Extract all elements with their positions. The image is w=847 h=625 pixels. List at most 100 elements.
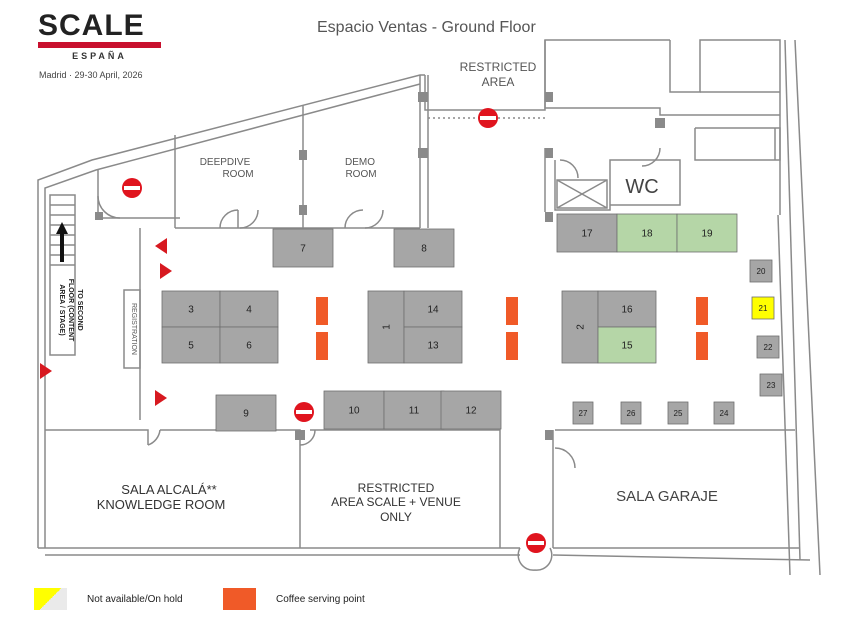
booth-number: 3 xyxy=(188,305,194,316)
restricted-area-bottom-label-2: AREA SCALE + VENUE xyxy=(331,495,461,509)
no-entry-signs xyxy=(122,108,546,553)
booth-20: 20 xyxy=(749,259,773,283)
booth-number: 8 xyxy=(421,244,427,255)
scale-logo: SCALE ESPAÑA xyxy=(38,10,163,61)
event-date: Madrid · 29-30 April, 2026 xyxy=(39,70,143,80)
booth-shape xyxy=(749,259,773,283)
logo-bar xyxy=(38,42,161,48)
stairs-label-3: AREA / STAGE) xyxy=(58,284,65,335)
demo-room-label-2: ROOM xyxy=(345,169,376,180)
legend-swatch-on-hold xyxy=(34,588,67,610)
legend-coffee: Coffee serving point xyxy=(223,588,365,610)
coffee-serving-point xyxy=(316,297,328,325)
booth-18: 18 xyxy=(616,213,678,253)
booth-number: 27 xyxy=(579,409,588,418)
booth-shape xyxy=(561,290,599,364)
booth-shape xyxy=(759,373,783,397)
booth-6: 6 xyxy=(219,326,279,364)
sala-alcala-label-2: KNOWLEDGE ROOM xyxy=(97,497,226,512)
booth-number: 7 xyxy=(300,244,306,255)
booth-shape xyxy=(751,296,775,320)
coffee-serving-point xyxy=(316,332,328,360)
wc-label: WC xyxy=(625,176,658,198)
up-arrow-icon xyxy=(56,222,68,262)
booth-number: 17 xyxy=(581,229,593,240)
booth-shape xyxy=(323,390,385,430)
booth-15: 15 xyxy=(597,326,657,364)
restricted-area-bottom-label: RESTRICTED xyxy=(358,481,435,495)
booth-number: 6 xyxy=(246,341,252,352)
booth-number: 18 xyxy=(641,229,653,240)
booth-23: 23 xyxy=(759,373,783,397)
booth-shape xyxy=(161,326,221,364)
booth-number: 2 xyxy=(576,324,587,330)
arrow-right-icon xyxy=(40,363,52,379)
booth-number: 11 xyxy=(409,406,420,417)
stairs-label-1: TO SECOND xyxy=(76,289,83,331)
booth-22: 22 xyxy=(756,335,780,359)
booth-number: 10 xyxy=(348,406,360,417)
coffee-serving-point xyxy=(506,332,518,360)
booth-number: 16 xyxy=(621,305,633,316)
booth-12: 12 xyxy=(440,390,502,430)
booth-number: 5 xyxy=(188,341,194,352)
coffee-serving-point xyxy=(506,297,518,325)
booth-7: 7 xyxy=(272,228,334,268)
legend-on-hold: Not available/On hold xyxy=(34,588,183,610)
booth-14: 14 xyxy=(403,290,463,328)
booth-number: 25 xyxy=(674,409,683,418)
booth-11: 11 xyxy=(383,390,445,430)
arrow-right-icon xyxy=(160,263,172,279)
booth-3: 3 xyxy=(161,290,221,328)
logo-wordmark: SCALE xyxy=(38,9,145,42)
legend-on-hold-label: Not available/On hold xyxy=(87,593,183,605)
booth-number: 26 xyxy=(627,409,636,418)
restricted-area-bottom-label-3: ONLY xyxy=(380,510,412,524)
wall-columns xyxy=(95,92,665,440)
restricted-area-label-2: AREA xyxy=(482,75,515,89)
booth-shape xyxy=(676,213,738,253)
booth-10: 10 xyxy=(323,390,385,430)
booth-shape xyxy=(756,335,780,359)
floor-title: Espacio Ventas - Ground Floor xyxy=(317,19,536,36)
booth-8: 8 xyxy=(393,228,455,268)
arrow-left-icon xyxy=(155,238,167,254)
booth-number: 14 xyxy=(427,305,439,316)
booth-21: 21 xyxy=(751,296,775,320)
booth-shape xyxy=(367,290,405,364)
booth-shape xyxy=(161,290,221,328)
booth-shape xyxy=(403,290,463,328)
booth-25: 25 xyxy=(667,401,689,425)
booth-2: 2 xyxy=(561,290,599,364)
deepdive-room-label-2: ROOM xyxy=(222,169,253,180)
room-labels: DEEPDIVE ROOM DEMO ROOM RESTRICTED AREA … xyxy=(97,60,718,524)
deepdive-room-label: DEEPDIVE xyxy=(200,157,251,168)
sala-garaje-label: SALA GARAJE xyxy=(616,488,718,505)
booth-number: 19 xyxy=(701,229,713,240)
booth-shape xyxy=(667,401,689,425)
booth-number: 22 xyxy=(764,343,773,352)
coffee-serving-point xyxy=(696,332,708,360)
coffee-serving-point xyxy=(696,297,708,325)
booth-number: 13 xyxy=(427,341,439,352)
booth-19: 19 xyxy=(676,213,738,253)
booth-9: 9 xyxy=(215,394,277,432)
booth-16: 16 xyxy=(597,290,657,328)
booth-shape xyxy=(616,213,678,253)
booth-number: 23 xyxy=(767,381,776,390)
booth-shape xyxy=(219,290,279,328)
booth-shape xyxy=(219,326,279,364)
booth-shape xyxy=(572,401,594,425)
booth-number: 24 xyxy=(720,409,729,418)
booth-number: 15 xyxy=(621,341,633,352)
booth-number: 12 xyxy=(465,406,477,417)
booth-shape xyxy=(597,326,657,364)
no-entry-icon xyxy=(294,402,314,422)
sala-alcala-label: SALA ALCALÁ** xyxy=(121,482,216,497)
booth-27: 27 xyxy=(572,401,594,425)
booth-number: 1 xyxy=(382,324,393,330)
restricted-area-label: RESTRICTED xyxy=(460,60,537,74)
booth-26: 26 xyxy=(620,401,642,425)
booth-shape xyxy=(215,394,277,432)
